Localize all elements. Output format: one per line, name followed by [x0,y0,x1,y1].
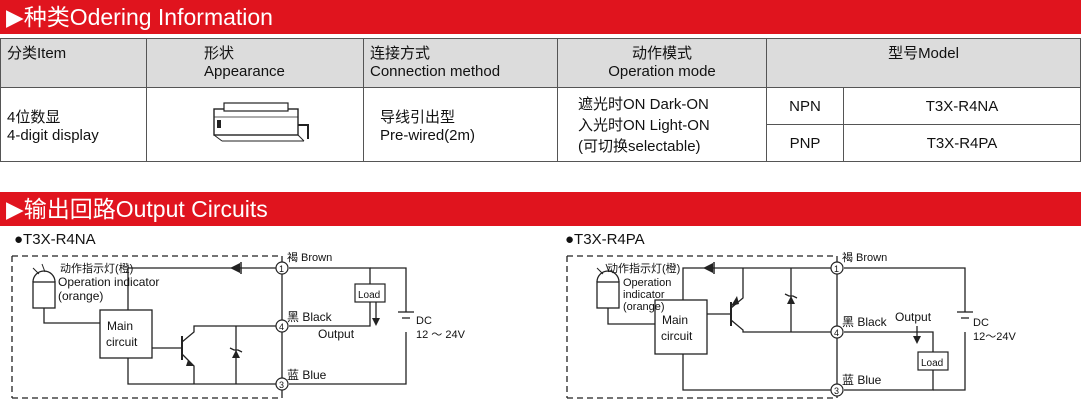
ordering-info-header: ▶种类Odering Information [0,0,1081,34]
model-pnp: T3X-R4PA [843,124,1081,162]
indicator-label-cn: 动作指示灯(橙) [60,261,133,275]
terminal-black [830,325,844,339]
main-circuit-box [654,299,708,355]
output-type-npn: NPN [766,87,844,125]
indicator-label-color: (orange) [58,289,103,303]
pin-number: 3 [834,386,839,396]
indicator-lamp [32,281,56,309]
header-model: 型号Model [766,38,1081,88]
pin-number: 4 [834,328,839,338]
output-label: Output [895,310,932,324]
main-circuit-box [99,309,153,359]
table-row: PNP T3X-R4PA [1,124,1081,162]
main-circuit-label: Main [107,319,133,333]
voltage-label: 12～24V [973,331,1016,343]
terminal-blue [830,383,844,397]
main-circuit-label: circuit [661,329,693,343]
light-rays-icon [32,263,46,275]
blue-wire-label: 蓝 Blue [287,368,327,382]
play-arrow-icon: ▶ [6,4,24,30]
dc-label: DC [973,317,989,329]
sensor-amplifier-image [213,101,309,141]
ordering-info-title: 种类Odering Information [23,4,273,30]
load-box [917,351,949,371]
indicator-lamp [596,281,620,309]
npn-circuit-diagram: Load 1 4 3 动作指示灯(橙) Operation indicator … [11,250,466,399]
header-item: 分类Item [0,38,147,88]
output-type-pnp: PNP [766,124,844,162]
main-circuit-label: circuit [106,335,138,349]
indicator-label-en: Operation [623,277,671,289]
pnp-circuit-title: ●T3X-R4PA [565,231,645,248]
indicator-label-color: (orange) [623,301,665,313]
pin-number: 1 [279,264,284,274]
npn-circuit-title: ●T3X-R4NA [14,231,96,248]
load-label: Load [358,290,380,301]
terminal-brown [275,261,289,275]
model-npn: T3X-R4NA [843,87,1081,125]
terminal-black [275,319,289,333]
load-box [354,283,386,303]
sensor-boundary [566,255,837,399]
output-circuits-header: ▶输出回路Output Circuits [0,192,1081,226]
blue-wire-label: 蓝 Blue [842,373,882,387]
pin-number: 4 [279,322,284,332]
pnp-circuit-diagram: Load 1 4 3 动作指示灯(橙) Operation indicator … [566,250,1016,399]
terminal-blue [275,377,289,391]
brown-wire-label: 褐 Brown [287,250,332,264]
indicator-label-cn: 动作指示灯(橙) [607,261,680,275]
black-wire-label: 黑 Black [287,310,333,324]
dc-label: DC [416,315,432,327]
indicator-label-en: indicator [623,289,665,301]
voltage-label: 12 ～ 24V [416,329,466,341]
indicator-label-en: Operation indicator [58,275,159,289]
output-label: Output [318,327,355,341]
light-rays-icon [596,263,610,275]
play-arrow-icon: ▶ [6,196,24,222]
terminal-brown [830,261,844,275]
pin-number: 3 [279,380,284,390]
main-circuit-label: Main [662,313,688,327]
brown-wire-label: 褐 Brown [842,250,887,264]
output-circuits-title: 输出回路Output Circuits [23,196,268,222]
sensor-boundary [11,255,282,399]
black-wire-label: 黑 Black [842,315,888,329]
pin-number: 1 [834,264,839,274]
load-label: Load [921,358,943,369]
appearance-cell [146,87,364,162]
